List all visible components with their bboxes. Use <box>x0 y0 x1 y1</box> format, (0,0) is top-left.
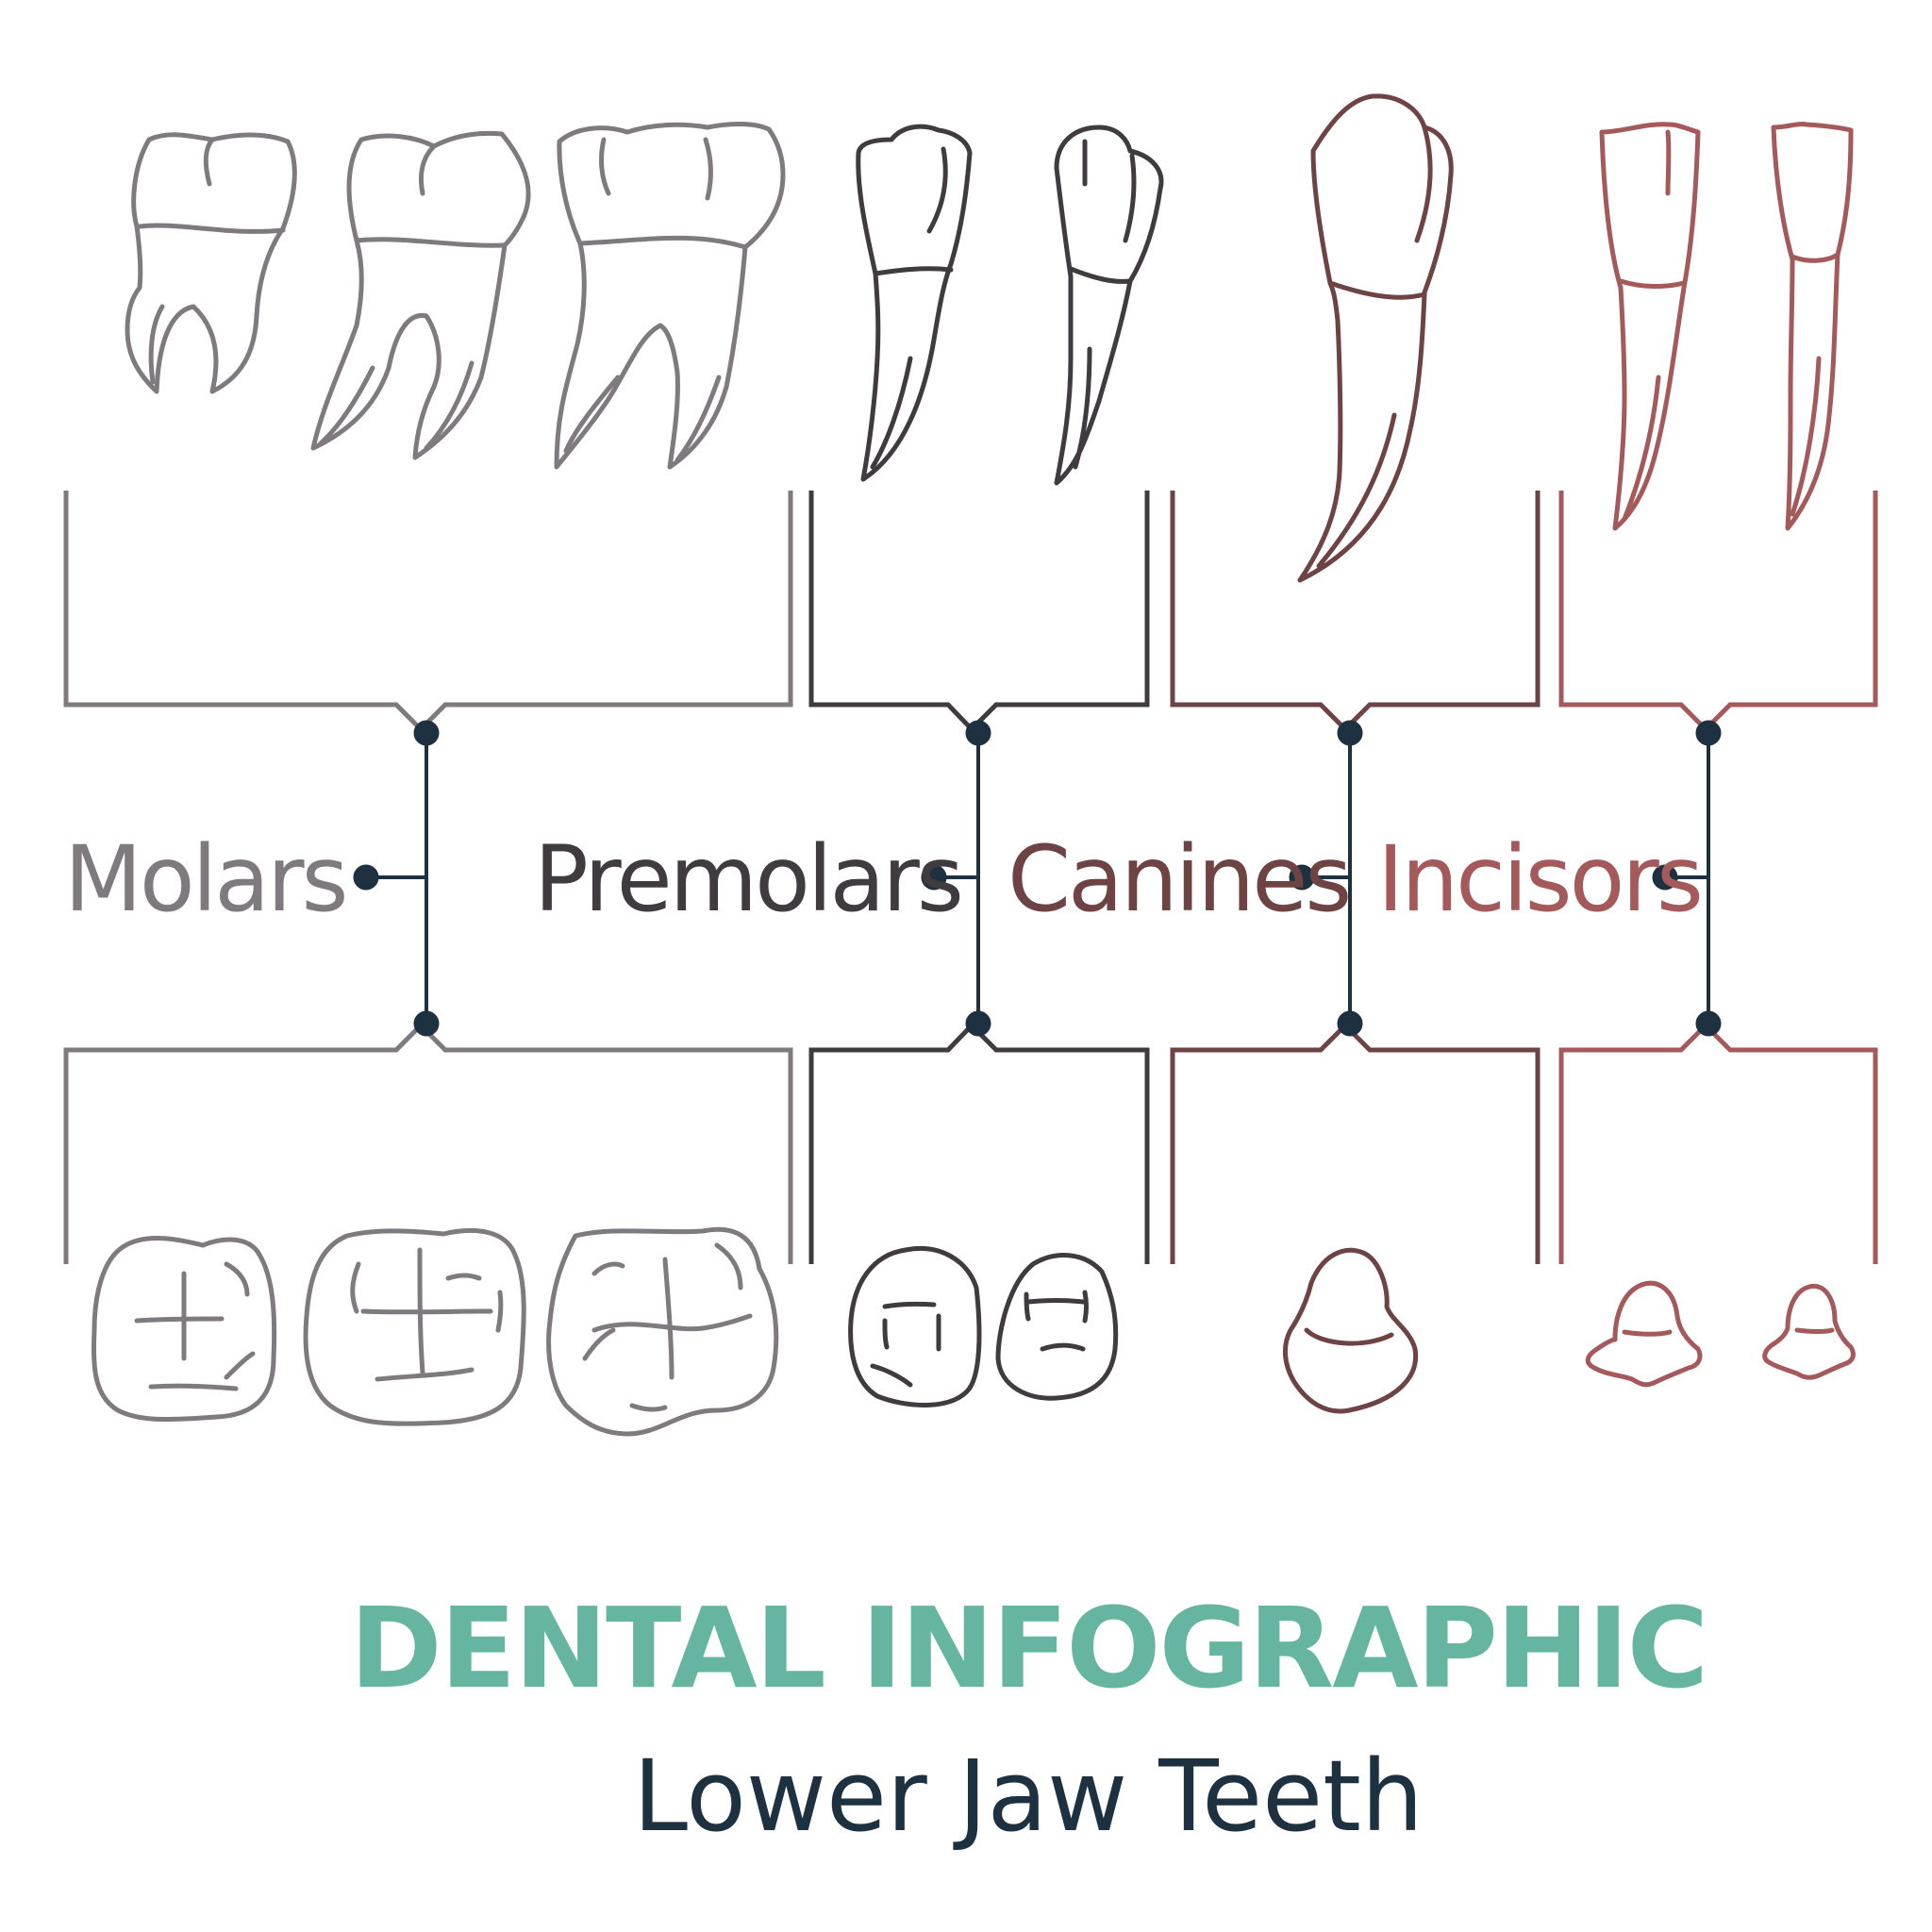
premolar-top-icon-2 <box>995 1253 1119 1401</box>
canine-top-icon <box>1283 1247 1419 1414</box>
molar-top-icon-1 <box>91 1236 277 1423</box>
canines-bottom-bracket <box>1170 1022 1541 1264</box>
connectors <box>353 720 1722 1037</box>
molar-top-icon-2 <box>303 1227 526 1426</box>
molar-side-icon-1 <box>125 132 297 394</box>
molars-top-bracket <box>63 491 793 733</box>
canines-connector <box>1289 720 1363 1037</box>
molar-side-icon-2 <box>310 130 531 460</box>
molar-side-icon-3 <box>554 121 786 470</box>
canine-side-icon <box>1297 93 1454 583</box>
category-label-premolars: Premolars <box>534 826 961 932</box>
molars-group <box>63 121 793 1437</box>
molars-connector <box>353 720 440 1037</box>
premolars-top-bracket <box>808 491 1150 733</box>
category-label-incisors: Incisors <box>1377 826 1701 932</box>
molars-bottom-bracket <box>63 1022 793 1264</box>
infographic-title: DENTAL INFOGRAPHIC <box>350 1583 1707 1713</box>
premolar-side-icon-2 <box>1054 125 1164 486</box>
premolars-connector <box>921 720 991 1037</box>
category-label-molars: Molars <box>64 826 346 932</box>
premolar-side-icon-1 <box>856 124 973 482</box>
incisor-side-icon-2 <box>1771 122 1854 531</box>
incisors-group <box>1558 122 1878 1388</box>
incisor-side-icon-1 <box>1599 122 1701 531</box>
premolar-top-icon-1 <box>848 1245 982 1407</box>
incisors-top-bracket <box>1558 491 1878 733</box>
canines-group <box>1170 93 1541 1414</box>
incisor-top-icon-1 <box>1585 1280 1703 1388</box>
infographic-subtitle: Lower Jaw Teeth <box>633 1739 1424 1854</box>
incisor-top-icon-2 <box>1762 1284 1856 1380</box>
molar-top-icon-3 <box>546 1226 779 1437</box>
premolars-group <box>808 124 1164 1407</box>
premolars-bottom-bracket <box>808 1022 1150 1264</box>
category-label-canines: Canines <box>1008 826 1349 932</box>
incisors-bottom-bracket <box>1558 1022 1878 1264</box>
incisors-connector <box>1652 720 1722 1037</box>
